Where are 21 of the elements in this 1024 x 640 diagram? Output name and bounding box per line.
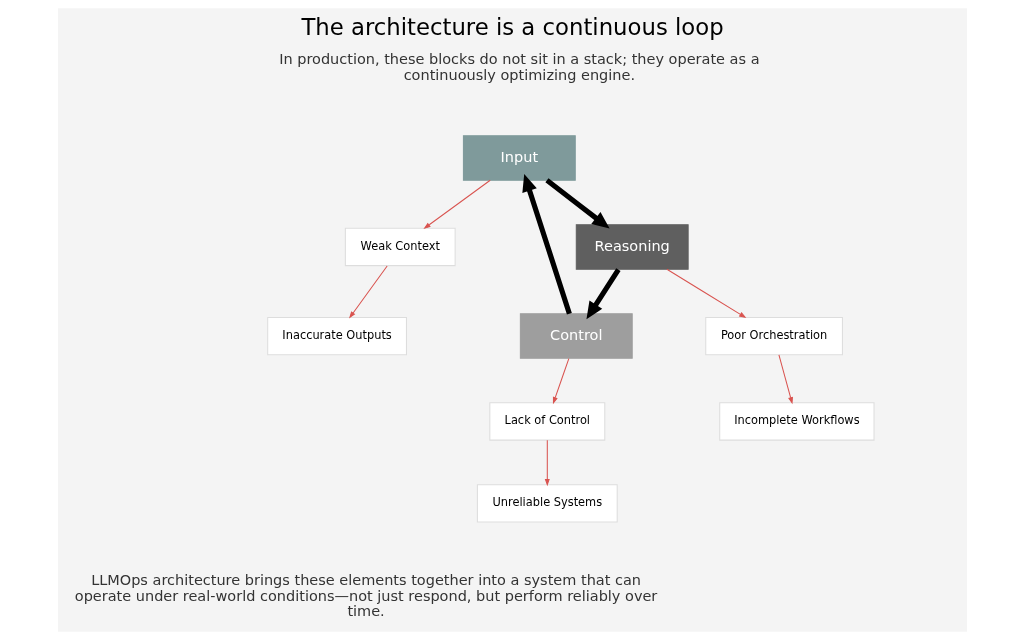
node-box: Weak Context xyxy=(344,227,456,267)
node-box: Inaccurate Outputs xyxy=(266,316,407,356)
node-box: Control xyxy=(519,313,633,359)
node-box: Input xyxy=(462,135,576,181)
diagram-title: The architecture is a continuous loop xyxy=(300,13,724,40)
node-box: Reasoning xyxy=(575,224,689,270)
arrow xyxy=(348,265,388,319)
arrow xyxy=(665,268,746,318)
node-box: Lack of Control xyxy=(488,402,605,441)
arrow xyxy=(422,179,491,230)
arrow xyxy=(552,358,569,405)
arrow xyxy=(585,268,621,320)
label: In production, these blocks do not sit in a stack; they operate as a continuously optimizing engine. xyxy=(278,51,760,83)
node-box: Incomplete Workflows xyxy=(718,402,875,441)
arrow xyxy=(544,178,610,229)
node-box: Poor Orchestration xyxy=(704,316,843,356)
arrow xyxy=(777,354,793,405)
label: LLMOps architecture brings these elements together into a system that can operate under real-world conditions—not just respond, but perform reliably over time. xyxy=(74,572,657,620)
node-box: Unreliable Systems xyxy=(476,484,618,523)
arrow xyxy=(544,439,550,487)
arrow xyxy=(521,174,572,315)
